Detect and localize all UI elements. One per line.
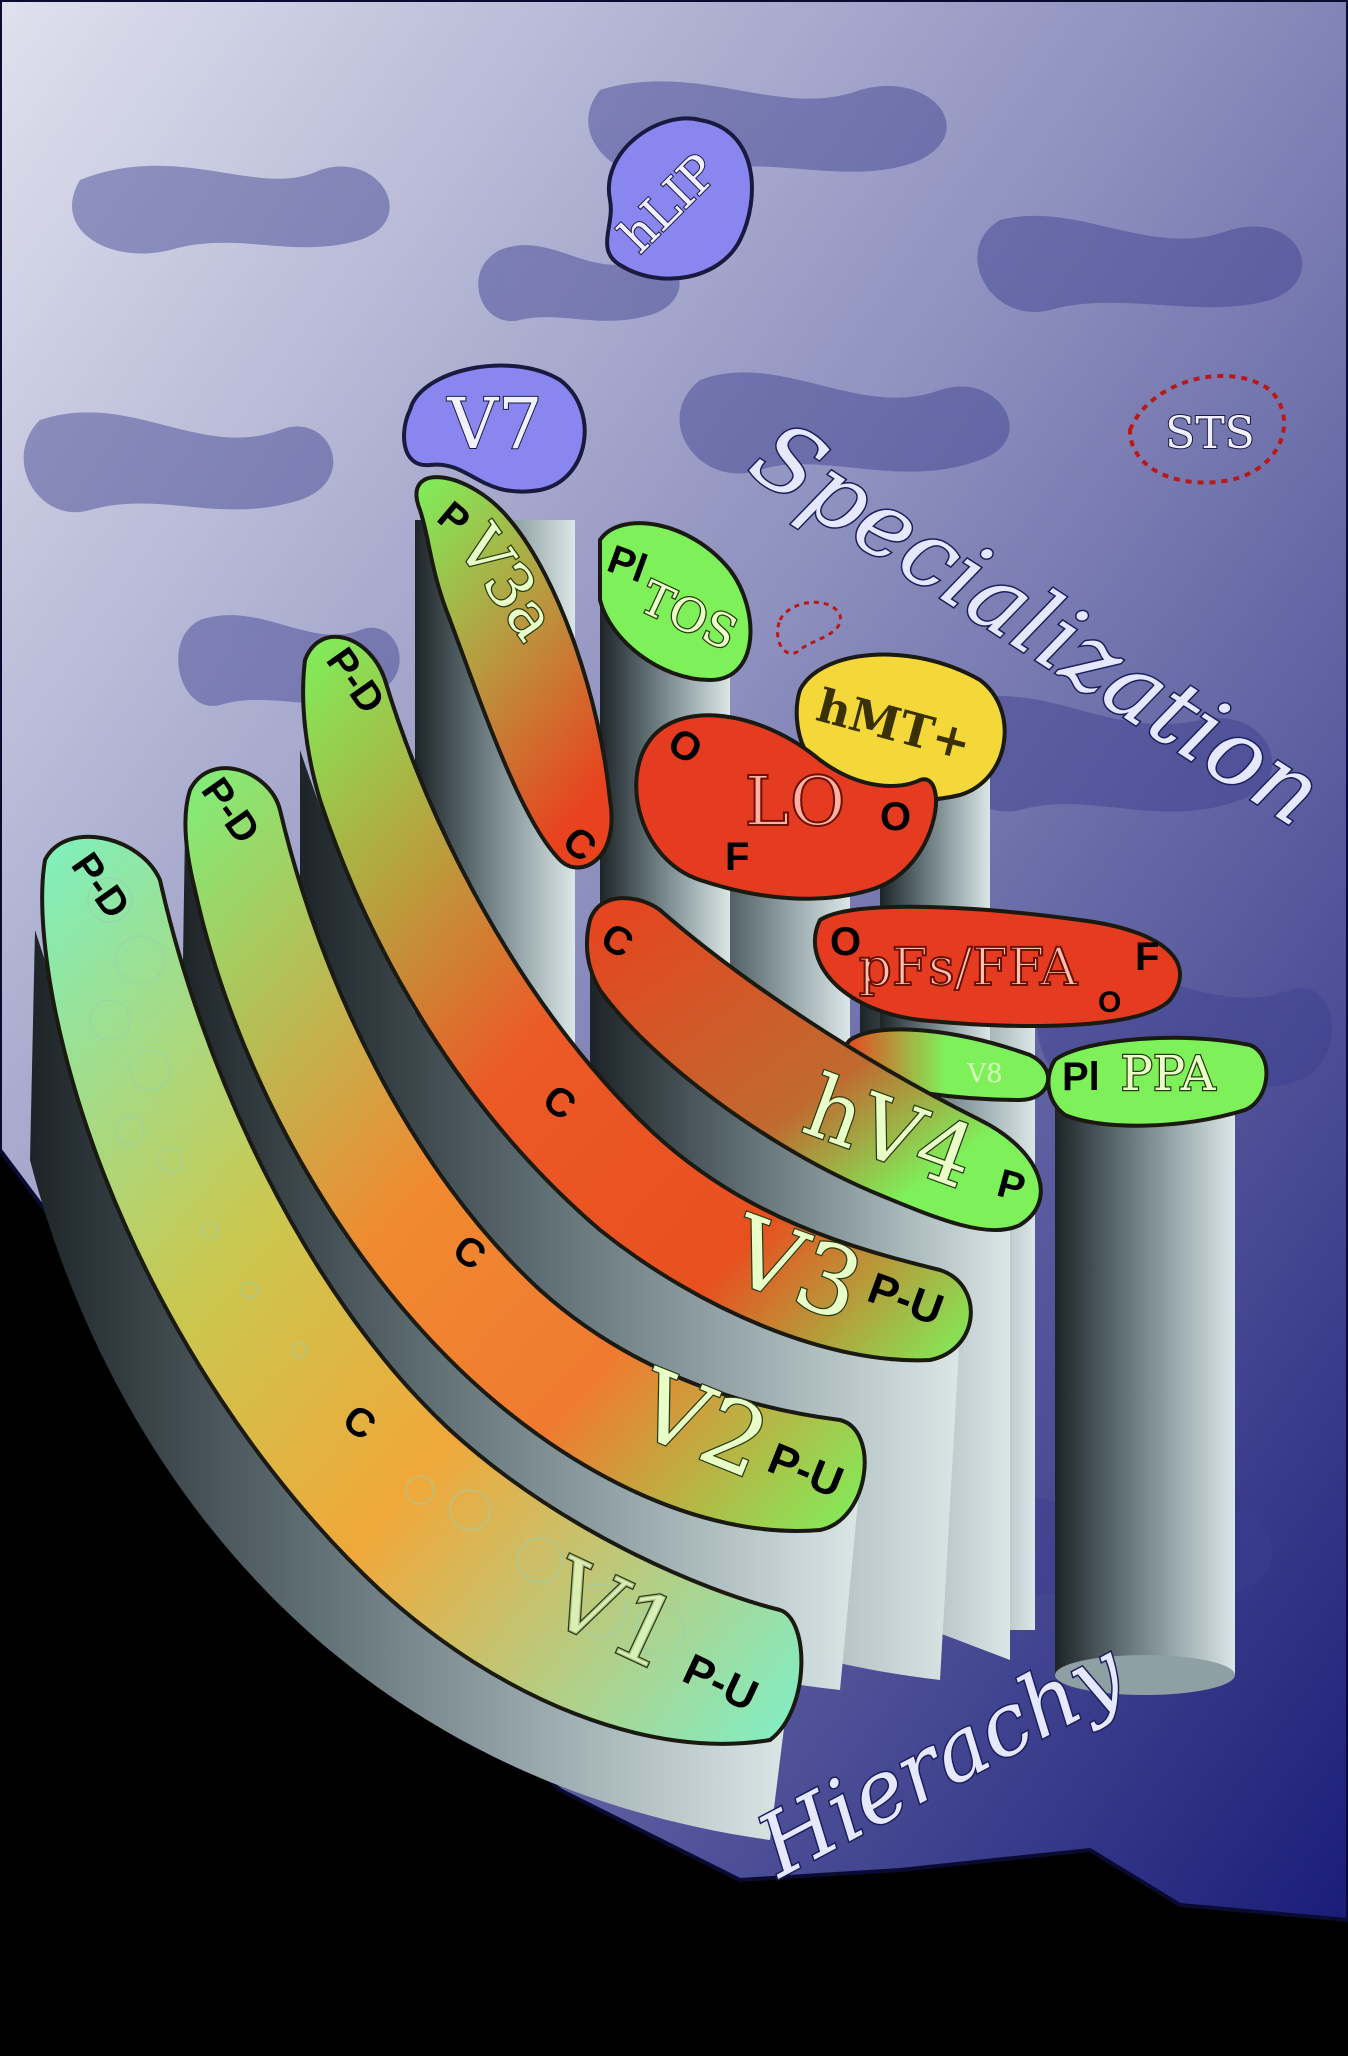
label-lo: LO bbox=[745, 763, 846, 842]
label-v7: V7 bbox=[446, 383, 542, 465]
label-v8: V8 bbox=[966, 1059, 1002, 1089]
area-v3[interactable] bbox=[301, 634, 973, 1363]
marker-pfs-o1: O bbox=[830, 920, 861, 964]
area-surfaces bbox=[40, 116, 1287, 1746]
area-v3a[interactable] bbox=[414, 475, 614, 870]
label-sts: STS bbox=[1165, 408, 1255, 459]
marker-lo-o2: O bbox=[880, 795, 911, 839]
cylinder-ppa-base bbox=[1055, 1655, 1235, 1695]
area-hv4[interactable] bbox=[585, 896, 1043, 1233]
v1-texture bbox=[87, 877, 685, 1655]
cylinder-ppa bbox=[1055, 1065, 1235, 1675]
marker-ppa-pl: Pl bbox=[1062, 1055, 1100, 1099]
area-pfs-ffa[interactable] bbox=[813, 904, 1182, 1028]
area-small-dashed bbox=[776, 600, 842, 655]
area-hlip[interactable] bbox=[605, 116, 754, 281]
marker-lo-f: F bbox=[725, 835, 749, 879]
marker-pfs-o2: O bbox=[1098, 986, 1121, 1019]
area-v7[interactable] bbox=[402, 363, 587, 494]
area-v1[interactable] bbox=[40, 834, 804, 1746]
area-ppa[interactable] bbox=[1046, 1035, 1269, 1128]
area-sts[interactable] bbox=[1127, 374, 1287, 485]
area-tos[interactable] bbox=[598, 521, 753, 683]
label-ppa: PPA bbox=[1121, 1046, 1217, 1102]
marker-pfs-f: F bbox=[1135, 935, 1159, 979]
label-pfs-ffa: pFs/FFA bbox=[859, 938, 1079, 998]
area-lo[interactable] bbox=[634, 713, 938, 901]
area-v2[interactable] bbox=[183, 766, 867, 1533]
cylinder-v1 bbox=[30, 930, 790, 1840]
